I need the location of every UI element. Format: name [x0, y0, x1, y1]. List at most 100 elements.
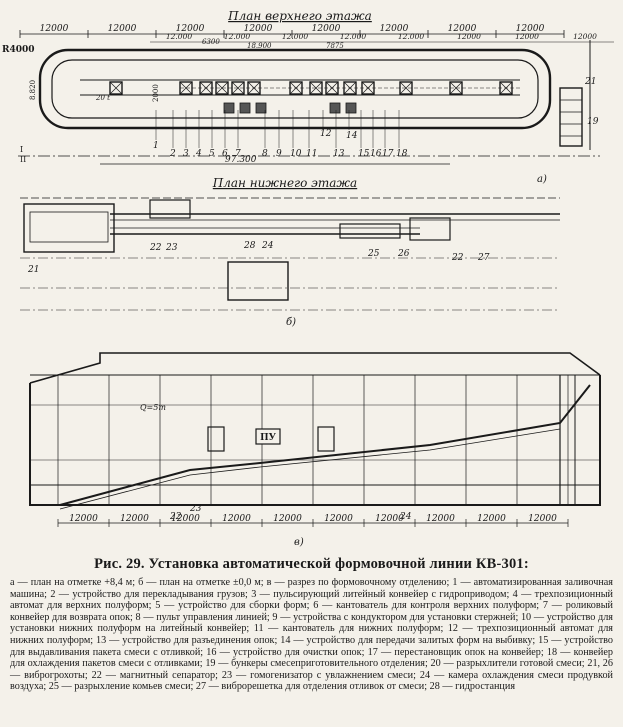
plan-b-letter: б)	[286, 317, 296, 328]
callout-17: 17	[382, 149, 394, 159]
machine-block	[399, 81, 413, 95]
callout-5: 5	[209, 149, 215, 159]
lower-callout-2: 23	[165, 243, 178, 253]
machine-block	[247, 81, 261, 95]
callout-11: 11	[306, 149, 317, 159]
lower-callout-4: 25	[367, 249, 380, 259]
lower-callout-1: 22	[149, 243, 162, 253]
machine-block	[343, 81, 357, 95]
figure-caption: Рис. 29. Установка автоматической формов…	[10, 556, 613, 693]
dim-inner-2: 12.000	[282, 32, 308, 41]
inner-load-label: 20 t	[95, 94, 110, 102]
svg-text:6300: 6300	[202, 38, 220, 46]
equipment-block	[223, 102, 235, 114]
machine-block	[325, 81, 339, 95]
equipment-block	[345, 102, 357, 114]
callout-9: 9	[276, 149, 282, 159]
dim-top-6: 12000	[448, 24, 477, 34]
conveyor-loop	[38, 48, 552, 130]
dim-inner-7: 12000	[573, 32, 597, 41]
vertical-dim-2: 2000	[152, 84, 160, 102]
section-dimensions: 12000 12000 12000 12000 12000 12000 12000 12000…	[57, 514, 569, 527]
control-panel-box	[255, 428, 281, 445]
dim-inner-0: 12.000	[166, 32, 192, 41]
callout-18: 18	[396, 149, 408, 159]
machine-blocks	[109, 81, 513, 114]
dim-top-3: 12000	[244, 24, 273, 34]
control-panel-label: ПУ	[260, 433, 276, 443]
dim-top-5: 12000	[380, 24, 409, 34]
callout-1: 1	[153, 141, 159, 151]
callout-2: 2	[169, 149, 176, 159]
radius-label: R4000	[2, 45, 35, 55]
dim-top-0: 12000	[40, 24, 69, 34]
dim-inner-5: 12000	[457, 32, 481, 41]
callout-3: 3	[183, 149, 189, 159]
dim-inner-4: 12.000	[398, 32, 424, 41]
vertical-dim-1: 8.820	[29, 80, 37, 100]
svg-text:18.900: 18.900	[247, 42, 272, 50]
building-columns	[57, 375, 569, 505]
dim-top-7: 12000	[516, 24, 545, 34]
callout-4: 4	[195, 149, 202, 159]
axis-label-II: II	[20, 155, 26, 164]
section-c-letter: в)	[294, 537, 304, 548]
hopper-column	[559, 40, 591, 150]
lower-callout-3: 24	[261, 241, 274, 251]
dim-inner-6: 12000	[515, 32, 539, 41]
section-dim-2: 12000	[171, 514, 200, 524]
machine-block	[215, 81, 229, 95]
callout-15: 15	[358, 149, 370, 159]
section-dim-1: 12000	[120, 514, 149, 524]
sub-dimensions: 6300 18.900 7875	[202, 38, 344, 50]
total-length-label: 97.300	[225, 155, 257, 165]
callout-10: 10	[290, 149, 302, 159]
lower-layout	[20, 197, 560, 311]
figure-title: Рис. 29. Установка автоматической формов…	[94, 556, 529, 572]
dim-top-2: 12000	[176, 24, 205, 34]
machine-block	[199, 81, 213, 95]
section-dim-4: 12000	[273, 514, 302, 524]
section-dim-8: 12000	[477, 514, 506, 524]
lower-callout-7: 27	[477, 253, 490, 263]
lower-plan-title: План нижнего этажа	[212, 176, 357, 190]
axis-label-I: I	[20, 145, 23, 154]
equipment-block	[239, 102, 251, 114]
machine-block	[179, 81, 193, 95]
section-dim-0: 12000	[69, 514, 98, 524]
section-callout-24: 24	[399, 512, 412, 522]
crane-capacity-label: Q=5т	[140, 403, 166, 412]
lower-callout-0: 21	[27, 265, 39, 275]
dim-inner-1: 12.000	[224, 32, 250, 41]
plan-a-letter: а)	[537, 174, 547, 185]
section-dim-5: 12000	[324, 514, 353, 524]
lower-callout-8: 28	[243, 241, 256, 251]
callout-8: 8	[262, 149, 268, 159]
callout-6: 6	[222, 149, 228, 159]
section-callout-22: 22	[169, 512, 182, 522]
section-dim-6: 12000	[375, 514, 404, 524]
callout-7: 7	[235, 149, 241, 159]
machine-block	[361, 81, 375, 95]
side-label-19: 19	[587, 117, 599, 127]
upper-plan-title: План верхнего этажа	[227, 9, 372, 23]
callout-13: 13	[333, 149, 345, 159]
machine-block	[289, 81, 303, 95]
figure-legend: а — план на отметке +8,4 м; б — план на …	[10, 577, 613, 693]
lower-callout-6: 22	[451, 253, 464, 263]
equipment-block	[329, 102, 341, 114]
equipment-block	[255, 102, 267, 114]
machine-block	[109, 81, 123, 95]
machine-block	[231, 81, 245, 95]
callout-14: 14	[346, 131, 358, 141]
section-dim-3: 12000	[222, 514, 251, 524]
section-dim-7: 12000	[426, 514, 455, 524]
callout-12: 12	[320, 129, 332, 139]
svg-text:7875: 7875	[326, 42, 344, 50]
